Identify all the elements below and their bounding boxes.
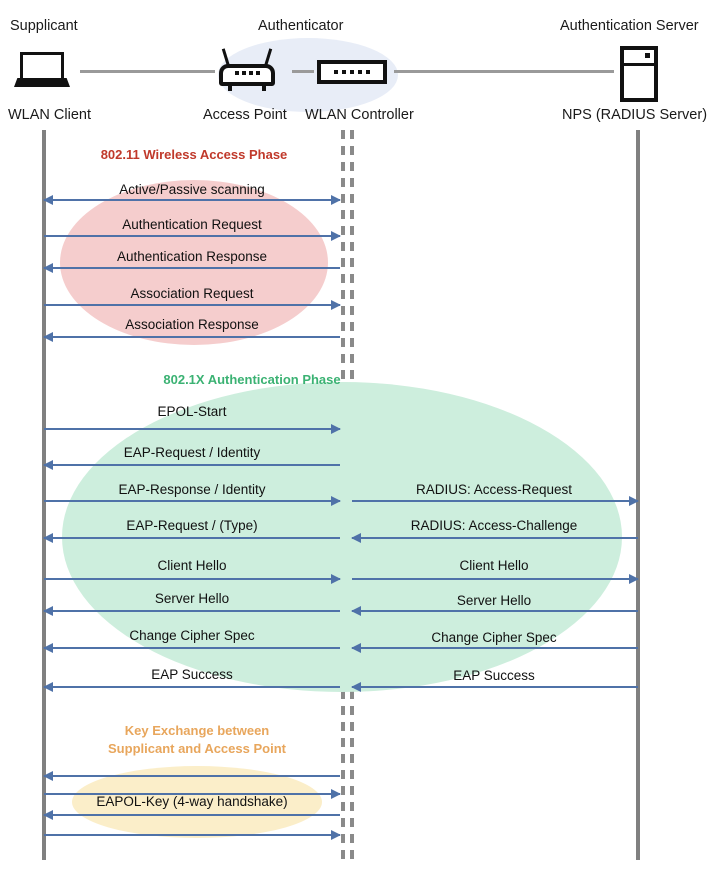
arrow-active-passive-scanning	[43, 195, 341, 205]
access-point-device-label: Access Point	[203, 107, 287, 123]
arrow-authentication-request	[44, 231, 341, 241]
message-label-server-hello-left: Server Hello	[154, 591, 230, 606]
server-rack-icon	[620, 46, 658, 102]
arrow-epol-start	[44, 424, 341, 434]
arrow-eapol-key-2	[44, 789, 341, 799]
message-label-eap-request-identity: EAP-Request / Identity	[123, 445, 261, 460]
arrow-eap-success-left	[43, 682, 340, 692]
wireless-access-point-icon	[219, 48, 275, 91]
supplicant-role-label: Supplicant	[10, 18, 78, 34]
message-label-eap-response-identity: EAP-Response / Identity	[118, 482, 266, 497]
message-label-change-cipher-spec-left: Change Cipher Spec	[129, 628, 255, 643]
wire-client-to-ap	[80, 70, 215, 73]
arrow-change-cipher-spec-right	[351, 643, 638, 653]
phase-title-wireless-access: 802.11 Wireless Access Phase	[100, 147, 288, 162]
laptop-icon	[14, 52, 70, 88]
phase-ellipse-key-exchange	[72, 766, 322, 838]
arrow-eapol-key-3	[43, 810, 340, 820]
arrow-eap-success-right	[351, 682, 638, 692]
message-label-association-response: Association Response	[125, 317, 259, 332]
message-label-association-request: Association Request	[130, 286, 254, 301]
arrow-eap-request-type	[43, 533, 340, 543]
supplicant-device-label: WLAN Client	[8, 107, 91, 123]
arrow-eap-response-identity	[44, 496, 341, 506]
wlan-controller-device-label: WLAN Controller	[305, 107, 414, 123]
message-label-client-hello-left: Client Hello	[157, 558, 227, 573]
arrow-eapol-key-1	[43, 771, 340, 781]
arrow-authentication-response	[43, 263, 340, 273]
auth-server-device-label: NPS (RADIUS Server)	[562, 107, 708, 123]
arrow-eap-request-identity	[43, 460, 340, 470]
message-label-radius-access-challenge: RADIUS: Access-Challenge	[410, 518, 578, 533]
message-label-epol-start: EPOL-Start	[157, 404, 227, 419]
arrow-client-hello-right	[352, 574, 639, 584]
auth-server-role-label: Authentication Server	[560, 18, 699, 34]
message-label-radius-access-request: RADIUS: Access-Request	[415, 482, 573, 497]
message-label-client-hello-right: Client Hello	[459, 558, 529, 573]
authenticator-role-label: Authenticator	[258, 18, 344, 34]
arrow-radius-access-request	[352, 496, 639, 506]
phase-title-key-exchange: Key Exchange between Supplicant and Acce…	[72, 722, 322, 758]
message-label-server-hello-right: Server Hello	[456, 593, 532, 608]
arrow-server-hello-left	[43, 606, 340, 616]
network-switch-icon	[317, 60, 387, 84]
message-label-eap-success-left: EAP Success	[151, 667, 233, 682]
phase-ellipse-wireless-access	[60, 180, 328, 345]
wire-controller-to-server	[394, 70, 614, 73]
arrow-eapol-key-4	[44, 830, 341, 840]
lifeline-supplicant	[42, 130, 46, 860]
arrow-client-hello-left	[44, 574, 341, 584]
message-label-change-cipher-spec-right: Change Cipher Spec	[431, 630, 557, 645]
arrow-change-cipher-spec-left	[43, 643, 340, 653]
message-label-eapol-key-handshake: EAPOL-Key (4-way handshake)	[96, 794, 288, 809]
lifeline-auth-server	[636, 130, 640, 860]
arrow-server-hello-right	[351, 606, 638, 616]
message-label-eap-request-type: EAP-Request / (Type)	[126, 518, 258, 533]
wire-ap-to-controller	[292, 70, 314, 73]
message-label-active-passive-scanning: Active/Passive scanning	[119, 182, 265, 197]
phase-title-key-exchange-line1: Key Exchange between	[124, 723, 270, 738]
arrow-radius-access-challenge	[351, 533, 638, 543]
arrow-association-response	[43, 332, 340, 342]
message-label-authentication-request: Authentication Request	[122, 217, 262, 232]
message-label-eap-success-right: EAP Success	[453, 668, 535, 683]
phase-title-key-exchange-line2: Supplicant and Access Point	[108, 741, 286, 756]
phase-title-dot1x-auth: 802.1X Authentication Phase	[163, 372, 341, 387]
arrow-association-request	[44, 300, 341, 310]
message-label-authentication-response: Authentication Response	[116, 249, 268, 264]
